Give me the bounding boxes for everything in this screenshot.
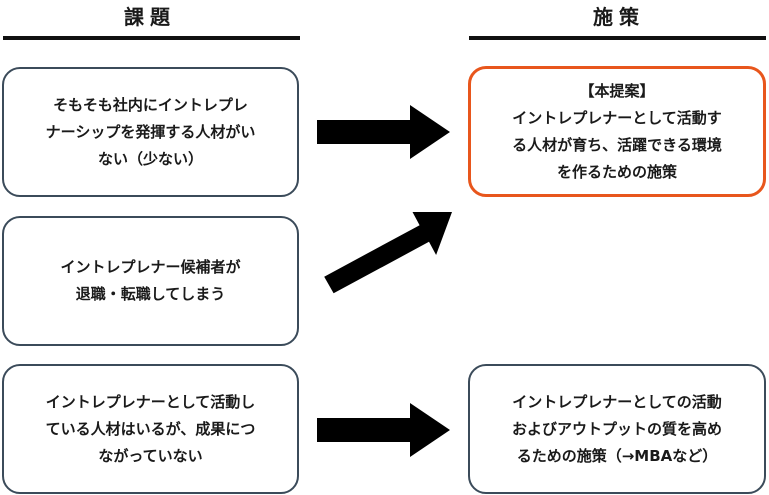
measure-box-proposal: 【本提案】 イントレプレナーとして活動す る人材が育ち、活躍できる環境 を作るた… bbox=[468, 66, 766, 197]
measure-text-mba: イントレプレナーとしての活動 およびアウトプットの質を高め るための施策（→MB… bbox=[511, 392, 722, 465]
arrow-issue3-to-mba bbox=[317, 403, 450, 457]
issue-text-no-talent: そもそも社内にイントレプレ ナーシップを発揮する人材がい ない（少ない） bbox=[45, 95, 256, 168]
issue-text-attrition: イントレプレナー候補者が 退職・転職してしまう bbox=[60, 258, 241, 303]
issue-box-no-talent: そもそも社内にイントレプレ ナーシップを発揮する人材がい ない（少ない） bbox=[2, 67, 299, 197]
measures-header: 施策 bbox=[469, 0, 769, 30]
issue-box-no-results: イントレプレナーとして活動し ている人材はいるが、成果につ ながっていない bbox=[2, 364, 299, 494]
measures-header-rule bbox=[469, 36, 766, 40]
measure-text-proposal: 【本提案】 イントレプレナーとして活動す る人材が育ち、活躍できる環境 を作るた… bbox=[512, 81, 722, 181]
issue-text-no-results: イントレプレナーとして活動し ている人材はいるが、成果につ ながっていない bbox=[45, 392, 256, 465]
issues-header-label: 課題 bbox=[124, 4, 176, 29]
issue-box-attrition: イントレプレナー候補者が 退職・転職してしまう bbox=[2, 216, 299, 346]
arrow-issue2-to-proposal bbox=[324, 212, 452, 294]
issues-header-rule bbox=[3, 36, 300, 40]
measures-header-label: 施策 bbox=[593, 4, 645, 29]
arrow-issue1-to-proposal bbox=[317, 105, 450, 159]
measure-box-mba: イントレプレナーとしての活動 およびアウトプットの質を高め るための施策（→MB… bbox=[468, 364, 766, 494]
issues-header: 課題 bbox=[0, 0, 300, 30]
